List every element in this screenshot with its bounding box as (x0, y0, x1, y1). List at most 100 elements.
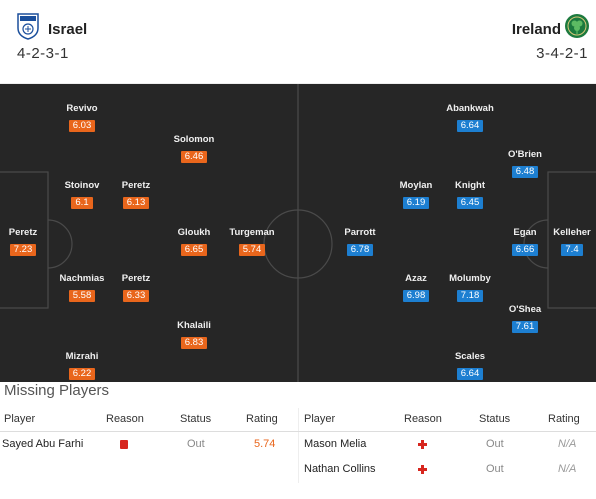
missing-player-name[interactable]: Nathan Collins (304, 463, 376, 475)
player-name: Mizrahi (65, 351, 99, 362)
player-name: O'Brien (508, 149, 542, 160)
player-card[interactable]: Mizrahi 6.22 (52, 351, 112, 381)
injury-icon (417, 464, 428, 475)
player-card[interactable]: Abankwah 6.64 (440, 103, 500, 133)
player-rating: 7.23 (9, 244, 37, 256)
away-team-name[interactable]: Ireland (511, 21, 561, 38)
player-name: Knight (454, 180, 486, 191)
player-rating: 6.19 (402, 197, 430, 209)
player-rating: 6.78 (346, 244, 374, 256)
player-name: Nachmias (59, 273, 105, 284)
player-rating: 6.46 (180, 151, 208, 163)
column-header-rating: Rating (548, 413, 580, 425)
missing-player-rating: 5.74 (254, 438, 276, 450)
player-card[interactable]: Knight 6.45 (440, 180, 500, 210)
player-name: Peretz (8, 227, 38, 238)
player-name: O'Shea (508, 304, 542, 315)
player-name: Egan (513, 227, 537, 238)
player-name: Peretz (121, 273, 151, 284)
player-rating: 6.64 (456, 120, 484, 132)
player-rating: 6.66 (511, 244, 539, 256)
player-card[interactable]: Peretz 7.23 (0, 227, 53, 257)
column-header-reason: Reason (404, 413, 442, 425)
missing-player-rating: N/A (558, 438, 577, 450)
israel-crest-icon (17, 13, 39, 40)
pitch-lineup: Peretz 7.23 Revivo 6.03 Stoinov 6.1 Nach… (0, 84, 596, 382)
player-rating: 5.74 (238, 244, 266, 256)
player-card[interactable]: Egan 6.66 (495, 227, 555, 257)
column-header-status: Status (479, 413, 511, 425)
missing-player-status: Out (187, 438, 205, 450)
player-rating: 5.58 (68, 290, 96, 302)
player-name: Gloukh (177, 227, 211, 238)
player-card[interactable]: Gloukh 6.65 (164, 227, 224, 257)
player-card[interactable]: Khalaili 6.83 (164, 320, 224, 350)
missing-player-name[interactable]: Mason Melia (304, 438, 367, 450)
table-row: Sayed Abu Farhi Out 5.74 Mason Melia Out… (0, 433, 596, 457)
player-rating: 6.03 (68, 120, 96, 132)
player-card[interactable]: Peretz 6.33 (106, 273, 166, 303)
player-name: Turgeman (229, 227, 275, 238)
player-rating: 7.61 (511, 321, 539, 333)
player-rating: 6.98 (402, 290, 430, 302)
pitch-lines (0, 84, 596, 382)
player-rating: 6.22 (68, 368, 96, 380)
player-rating: 7.18 (456, 290, 484, 302)
player-name: Kelleher (553, 227, 591, 238)
player-card[interactable]: Scales 6.64 (440, 351, 500, 381)
player-name: Azaz (405, 273, 427, 284)
player-rating: 6.83 (180, 337, 208, 349)
missing-player-status: Out (486, 438, 504, 450)
missing-player-status: Out (486, 463, 504, 475)
player-card[interactable]: Solomon 6.46 (164, 134, 224, 164)
red-card-icon (120, 440, 128, 449)
player-card[interactable]: Stoinov 6.1 (52, 180, 112, 210)
player-rating: 6.48 (511, 166, 539, 178)
away-formation: 3-4-2-1 (536, 45, 588, 62)
player-rating: 7.4 (561, 244, 583, 256)
missing-player-name[interactable]: Sayed Abu Farhi (2, 438, 84, 450)
player-card[interactable]: O'Brien 6.48 (495, 149, 555, 179)
home-formation: 4-2-3-1 (17, 45, 69, 62)
ireland-crest-icon (565, 14, 589, 38)
player-card[interactable]: Molumby 7.18 (440, 273, 500, 303)
player-card[interactable]: O'Shea 7.61 (495, 304, 555, 334)
player-card[interactable]: Azaz 6.98 (386, 273, 446, 303)
player-name: Parrott (344, 227, 376, 238)
player-rating: 6.64 (456, 368, 484, 380)
table-divider (298, 408, 299, 483)
column-header-status: Status (180, 413, 212, 425)
player-rating: 6.13 (122, 197, 150, 209)
player-name: Scales (454, 351, 486, 362)
table-row: Nathan Collins Out N/A (0, 458, 596, 482)
player-name: Molumby (449, 273, 491, 284)
player-card[interactable]: Peretz 6.13 (106, 180, 166, 210)
player-rating: 6.45 (456, 197, 484, 209)
player-name: Stoinov (64, 180, 100, 191)
home-team-name[interactable]: Israel (48, 21, 88, 38)
player-rating: 6.65 (180, 244, 208, 256)
player-card[interactable]: Kelleher 7.4 (542, 227, 596, 257)
column-header-reason: Reason (106, 413, 144, 425)
player-name: Khalaili (177, 320, 211, 331)
column-header-rating: Rating (246, 413, 278, 425)
player-name: Moylan (399, 180, 433, 191)
player-rating: 6.33 (122, 290, 150, 302)
column-header-player: Player (304, 413, 336, 425)
player-card[interactable]: Revivo 6.03 (52, 103, 112, 133)
player-rating: 6.1 (71, 197, 93, 209)
player-name: Solomon (173, 134, 215, 145)
player-name: Revivo (66, 103, 98, 114)
column-header-player: Player (4, 413, 36, 425)
player-name: Peretz (121, 180, 151, 191)
player-card[interactable]: Parrott 6.78 (330, 227, 390, 257)
player-card[interactable]: Moylan 6.19 (386, 180, 446, 210)
player-card[interactable]: Nachmias 5.58 (52, 273, 112, 303)
missing-player-rating: N/A (558, 463, 577, 475)
player-card[interactable]: Turgeman 5.74 (222, 227, 282, 257)
table-header-row: Player Reason Status Rating Player Reaso… (0, 408, 596, 432)
match-header: Israel 4-2-3-1 Ireland 3-4-2-1 (0, 0, 596, 84)
injury-icon (417, 439, 428, 450)
player-name: Abankwah (446, 103, 494, 114)
missing-players-title: Missing Players (4, 382, 110, 399)
